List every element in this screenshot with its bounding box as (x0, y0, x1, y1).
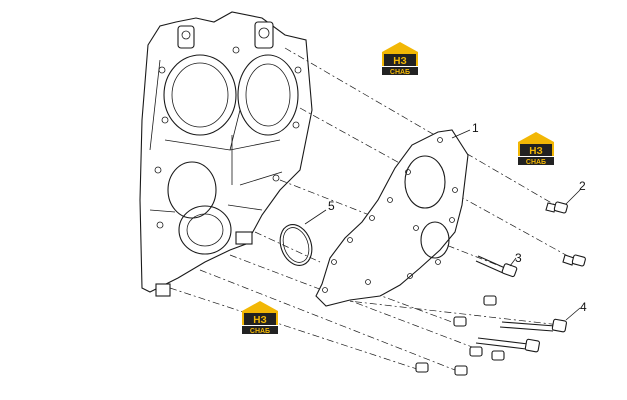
logo-mark: НЗ (529, 146, 543, 157)
bolt (415, 362, 429, 373)
cover-plate (315, 129, 469, 307)
brand-logo: НЗ СНАБ (242, 301, 278, 335)
bolt (545, 201, 568, 214)
logo-subtitle: СНАБ (390, 69, 410, 76)
bolt (483, 295, 497, 306)
callout-2: 2 (579, 179, 586, 193)
callout-1: 1 (472, 121, 479, 135)
logo-subtitle: СНАБ (526, 159, 546, 166)
leader-lines (304, 129, 581, 321)
callout-3: 3 (515, 251, 522, 265)
bolt (454, 365, 468, 376)
o-ring (279, 224, 313, 266)
brand-logo: НЗ СНАБ (518, 132, 554, 166)
logo-mark: НЗ (253, 315, 267, 326)
logo-subtitle: СНАБ (250, 328, 270, 335)
bolts (415, 201, 586, 376)
bolt (499, 318, 567, 333)
bolt (491, 350, 505, 361)
brand-logo: НЗ СНАБ (382, 42, 418, 76)
callout-5: 5 (328, 199, 335, 213)
bolt (475, 255, 518, 278)
logo-mark: НЗ (393, 56, 407, 67)
callout-4: 4 (580, 300, 587, 314)
bolt (453, 316, 467, 327)
bolt (562, 254, 586, 267)
engine-front-housing (139, 11, 313, 297)
bolt (475, 337, 540, 353)
bolt (469, 346, 483, 357)
